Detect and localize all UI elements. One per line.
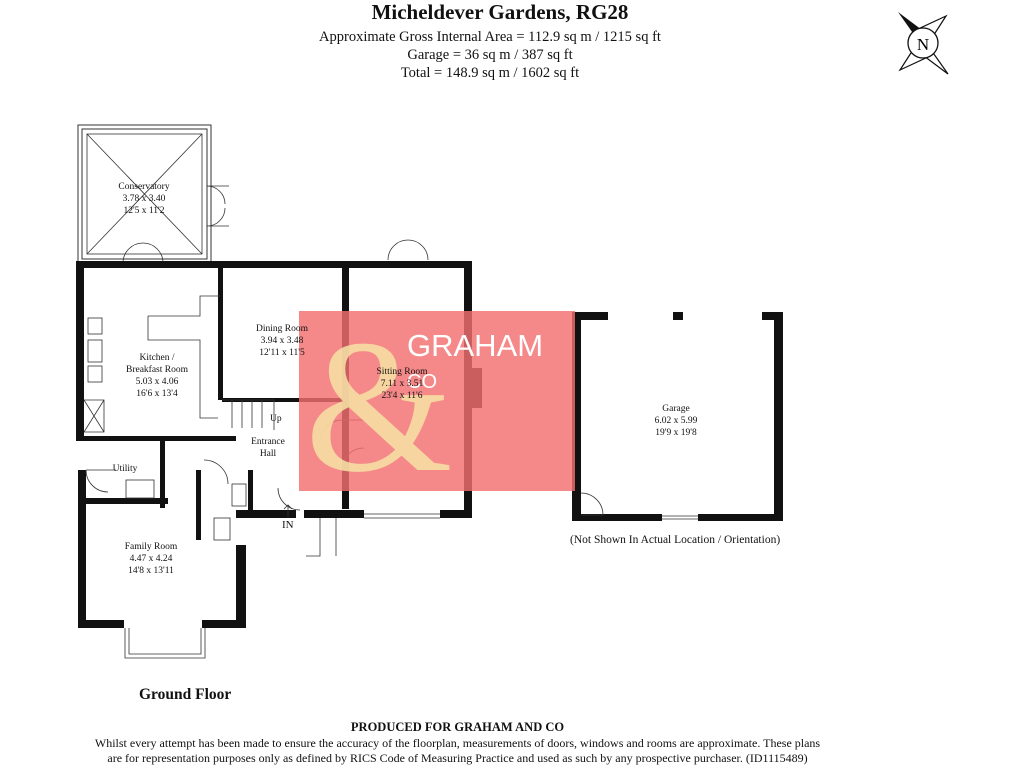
svg-text:Dining Room: Dining Room bbox=[256, 324, 309, 334]
svg-text:23'4 x 11'6: 23'4 x 11'6 bbox=[381, 391, 422, 401]
room-label-dining: Dining Room 3.94 x 3.48 12'11 x 11'5 bbox=[256, 324, 309, 358]
room-label-kitchen: Kitchen / Breakfast Room 5.03 x 4.06 16'… bbox=[126, 353, 189, 399]
room-label-conservatory: Conservatory 3.78 x 3.40 12'5 x 11'2 bbox=[118, 182, 169, 216]
svg-text:Kitchen /: Kitchen / bbox=[139, 353, 174, 363]
footer-title: PRODUCED FOR GRAHAM AND CO bbox=[350, 720, 565, 734]
svg-text:&: & bbox=[305, 302, 453, 512]
compass-label: N bbox=[917, 35, 929, 54]
room-label-utility: Utility bbox=[113, 464, 138, 474]
total-area-line: Total = 148.9 sq m / 1602 sq ft bbox=[400, 65, 580, 81]
garage-orientation-note: (Not Shown In Actual Location / Orientat… bbox=[570, 534, 781, 546]
svg-text:Breakfast Room: Breakfast Room bbox=[126, 364, 189, 375]
svg-text:5.03 x 4.06: 5.03 x 4.06 bbox=[136, 377, 179, 387]
svg-text:Sitting Room: Sitting Room bbox=[377, 367, 429, 377]
svg-text:Family Room: Family Room bbox=[125, 542, 178, 552]
svg-text:4.47 x 4.24: 4.47 x 4.24 bbox=[130, 554, 173, 564]
svg-text:Entrance: Entrance bbox=[251, 437, 285, 447]
svg-text:14'8 x 13'11: 14'8 x 13'11 bbox=[128, 566, 174, 576]
svg-text:3.94 x 3.48: 3.94 x 3.48 bbox=[261, 336, 304, 346]
svg-text:3.78 x 3.40: 3.78 x 3.40 bbox=[123, 194, 166, 204]
garage bbox=[572, 312, 783, 521]
watermark-brand: GRAHAM bbox=[407, 328, 543, 363]
svg-text:12'11 x 11'5: 12'11 x 11'5 bbox=[259, 348, 305, 358]
svg-text:7.11 x 3.51: 7.11 x 3.51 bbox=[381, 379, 424, 389]
compass-icon: N bbox=[898, 12, 949, 75]
room-label-family: Family Room 4.47 x 4.24 14'8 x 13'11 bbox=[125, 542, 178, 576]
floor-label: Ground Floor bbox=[139, 686, 232, 703]
svg-text:6.02 x 5.99: 6.02 x 5.99 bbox=[655, 416, 698, 426]
graham-co-watermark: & GRAHAM CO bbox=[299, 302, 575, 512]
footer-disclaimer-line-1: Whilst every attempt has been made to en… bbox=[94, 736, 821, 750]
svg-text:Conservatory: Conservatory bbox=[118, 182, 169, 192]
svg-text:16'6 x 13'4: 16'6 x 13'4 bbox=[136, 389, 178, 399]
svg-text:Hall: Hall bbox=[260, 449, 277, 459]
svg-text:Garage: Garage bbox=[662, 404, 689, 414]
svg-text:12'5 x 11'2: 12'5 x 11'2 bbox=[123, 206, 164, 216]
room-label-hall: Entrance Hall bbox=[251, 437, 285, 459]
entrance-in-label: IN bbox=[282, 519, 294, 531]
stairs-up-label: Up bbox=[270, 414, 282, 424]
garage-area-line: Garage = 36 sq m / 387 sq ft bbox=[407, 47, 573, 63]
entrance-arrow-icon bbox=[283, 504, 293, 517]
watermark-brand-co: CO bbox=[407, 371, 437, 393]
room-labels: Conservatory 3.78 x 3.40 12'5 x 11'2 Kit… bbox=[113, 182, 698, 576]
footer-disclaimer-line-2: are for representation purposes only as … bbox=[107, 751, 808, 765]
room-label-garage: Garage 6.02 x 5.99 19'9 x 19'8 bbox=[655, 404, 698, 438]
gross-area-line: Approximate Gross Internal Area = 112.9 … bbox=[319, 29, 661, 45]
room-label-sitting: Sitting Room 7.11 x 3.51 23'4 x 11'6 bbox=[377, 367, 429, 401]
svg-text:19'9 x 19'8: 19'9 x 19'8 bbox=[655, 428, 697, 438]
plan-title: Micheldever Gardens, RG28 bbox=[371, 0, 629, 24]
svg-text:Utility: Utility bbox=[113, 464, 138, 474]
conservatory bbox=[77, 124, 229, 264]
